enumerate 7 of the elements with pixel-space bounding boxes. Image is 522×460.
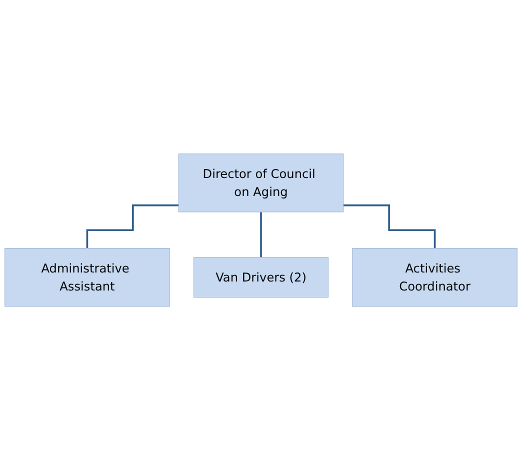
node-box: Administrative Assistant bbox=[4, 248, 170, 307]
node-box: Director of Council on Aging bbox=[178, 153, 344, 212]
connector bbox=[343, 204, 436, 250]
node-box: Activities Coordinator bbox=[352, 248, 518, 307]
connector bbox=[86, 204, 179, 250]
connector bbox=[260, 210, 262, 258]
node-box: Van Drivers (2) bbox=[193, 256, 329, 298]
